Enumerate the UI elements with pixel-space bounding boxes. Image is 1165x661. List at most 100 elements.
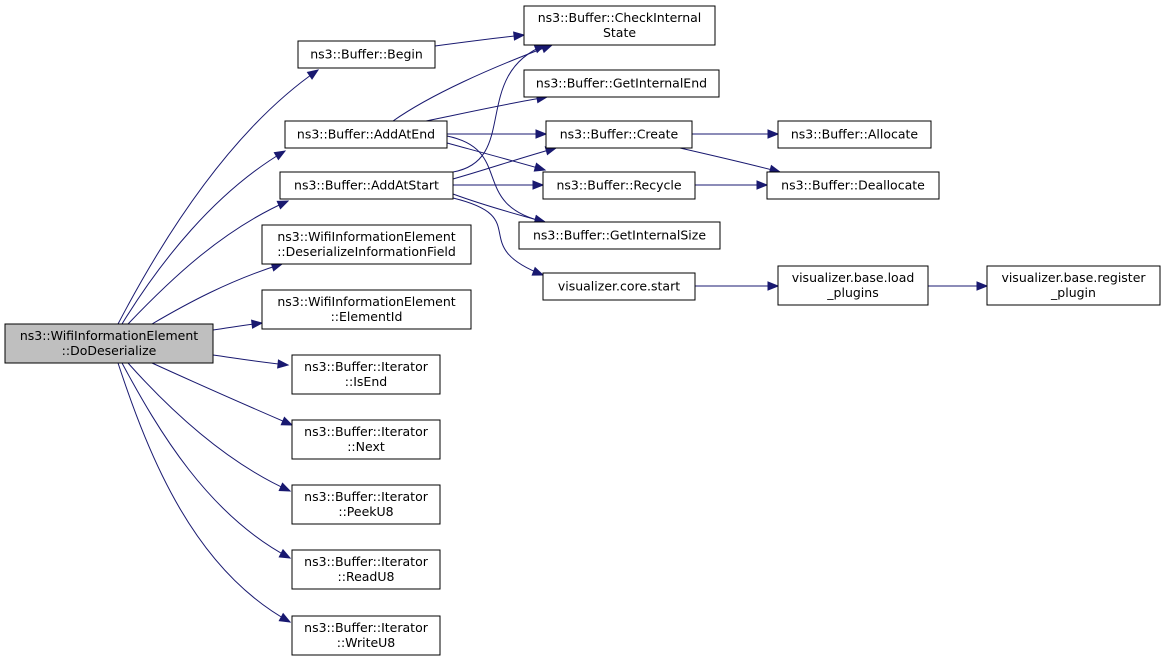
edge-visualizer_core_start-to-visualizer_base_load_plugins: [694, 281, 780, 291]
arrowhead-icon: [976, 281, 989, 291]
node-box: [777, 265, 929, 306]
node-box: [291, 615, 441, 656]
node-label-line: ns3::Buffer::Iterator: [304, 359, 429, 374]
node-visualizer-base-register-plugin[interactable]: visualizer.base.register_plugin: [986, 265, 1161, 306]
edge-line: [679, 147, 781, 173]
edge-do_deserialize-to-iterator_is_end: [212, 354, 290, 369]
edge-line: [425, 96, 548, 122]
edge-add_at_end-to-create: [447, 129, 548, 139]
arrowhead-icon: [513, 31, 526, 41]
node-iterator-next[interactable]: ns3::Buffer::Iterator::Next: [291, 419, 441, 460]
edge-add_at_start-to-recycle: [452, 180, 545, 190]
node-label-line: ns3::WifiInformationElement: [277, 229, 455, 244]
node-label-line: ::PeekU8: [338, 504, 393, 519]
node-recycle[interactable]: ns3::Buffer::Recycle: [542, 171, 696, 200]
node-box: [777, 120, 932, 149]
arrowhead-icon: [767, 281, 780, 291]
edge-line: [151, 362, 293, 426]
edge-do_deserialize-to-iterator_write_u8: [117, 362, 292, 623]
edge-add_at_end-to-get_internal_end: [425, 94, 549, 122]
node-deallocate[interactable]: ns3::Buffer::Deallocate: [766, 171, 940, 200]
node-box: [291, 484, 441, 525]
node-box: [518, 221, 721, 250]
node-get-internal-end[interactable]: ns3::Buffer::GetInternalEnd: [523, 69, 720, 98]
node-deserialize-information-field[interactable]: ns3::WifiInformationElement::Deserialize…: [261, 224, 472, 265]
edge-line: [452, 197, 544, 276]
node-label-line: ::DoDeserialize: [62, 343, 157, 358]
node-box: [4, 323, 214, 364]
node-box: [279, 171, 454, 200]
node-label-line: ::DeserializeInformationField: [277, 244, 456, 259]
arrowhead-icon: [278, 548, 292, 559]
edge-do_deserialize-to-iterator_read_u8: [121, 362, 292, 559]
edge-do_deserialize-to-add_at_end: [121, 150, 287, 325]
edge-visualizer_base_load_plugins-to-visualizer_base_register_plugin: [927, 281, 989, 291]
node-label-line: ::IsEnd: [345, 374, 387, 389]
node-label-line: ns3::Buffer::Iterator: [304, 554, 429, 569]
edge-line: [117, 69, 319, 325]
edge-begin-to-check_internal_state: [434, 31, 526, 47]
arrowhead-icon: [278, 612, 292, 623]
node-box: [986, 265, 1161, 306]
node-do-deserialize[interactable]: ns3::WifiInformationElement::DoDeseriali…: [4, 323, 214, 364]
node-box: [766, 171, 940, 200]
nodes-layer: ns3::WifiInformationElement::DoDeseriali…: [4, 5, 1161, 656]
node-iterator-write-u8[interactable]: ns3::Buffer::Iterator::WriteU8: [291, 615, 441, 656]
node-visualizer-base-load-plugins[interactable]: visualizer.base.load_plugins: [777, 265, 929, 306]
node-label-line: visualizer.base.load: [792, 270, 915, 285]
node-box: [261, 224, 472, 265]
edge-line: [434, 34, 525, 47]
edge-line: [452, 44, 546, 173]
node-box: [523, 5, 716, 46]
node-label-line: _plugin: [1050, 285, 1096, 300]
node-label-line: ns3::Buffer::Begin: [310, 47, 423, 62]
edge-line: [127, 200, 289, 325]
node-label-line: _plugins: [826, 285, 878, 300]
arrowhead-icon: [533, 162, 547, 172]
node-label-line: visualizer.base.register: [1001, 270, 1146, 285]
arrowhead-icon: [278, 482, 292, 492]
node-label-line: ns3::WifiInformationElement: [20, 328, 198, 343]
edge-line: [392, 44, 553, 122]
node-add-at-end[interactable]: ns3::Buffer::AddAtEnd: [284, 120, 448, 149]
node-create[interactable]: ns3::Buffer::Create: [545, 120, 693, 149]
node-label-line: State: [603, 25, 636, 40]
node-label-line: ns3::Buffer::GetInternalEnd: [536, 76, 707, 91]
node-label-line: ::Next: [347, 439, 385, 454]
node-box: [291, 354, 441, 395]
node-label-line: visualizer.core.start: [558, 279, 680, 294]
arrowhead-icon: [532, 180, 545, 190]
node-label-line: ::ElementId: [331, 309, 403, 324]
edge-line: [452, 193, 546, 223]
node-iterator-read-u8[interactable]: ns3::Buffer::Iterator::ReadU8: [291, 549, 441, 590]
edge-do_deserialize-to-iterator_next: [151, 362, 294, 426]
edge-add_at_start-to-create: [452, 146, 558, 180]
arrowhead-icon: [767, 129, 780, 139]
arrowhead-icon: [277, 359, 290, 369]
node-add-at-start[interactable]: ns3::Buffer::AddAtStart: [279, 171, 454, 200]
edge-add_at_end-to-recycle: [446, 142, 547, 172]
arrowhead-icon: [251, 319, 264, 329]
node-element-id[interactable]: ns3::WifiInformationElement::ElementId: [261, 289, 472, 330]
node-get-internal-size[interactable]: ns3::Buffer::GetInternalSize: [518, 221, 721, 250]
node-label-line: ns3::Buffer::Iterator: [304, 424, 429, 439]
arrowhead-icon: [276, 200, 290, 210]
node-label-line: ns3::Buffer::Create: [560, 127, 679, 142]
node-label-line: ::WriteU8: [337, 635, 396, 650]
edge-line: [121, 150, 286, 325]
node-box: [261, 289, 472, 330]
node-label-line: ::ReadU8: [338, 569, 395, 584]
edge-create-to-deallocate: [679, 147, 782, 174]
arrowhead-icon: [535, 129, 548, 139]
edge-line: [151, 263, 283, 325]
node-iterator-peek-u8[interactable]: ns3::Buffer::Iterator::PeekU8: [291, 484, 441, 525]
node-box: [284, 120, 448, 149]
node-allocate[interactable]: ns3::Buffer::Allocate: [777, 120, 932, 149]
node-box: [297, 40, 436, 69]
arrowhead-icon: [531, 266, 545, 276]
edge-add_at_end-to-get_internal_size: [446, 135, 547, 225]
node-begin[interactable]: ns3::Buffer::Begin: [297, 40, 436, 69]
node-iterator-is-end[interactable]: ns3::Buffer::Iterator::IsEnd: [291, 354, 441, 395]
node-visualizer-core-start[interactable]: visualizer.core.start: [542, 272, 696, 301]
